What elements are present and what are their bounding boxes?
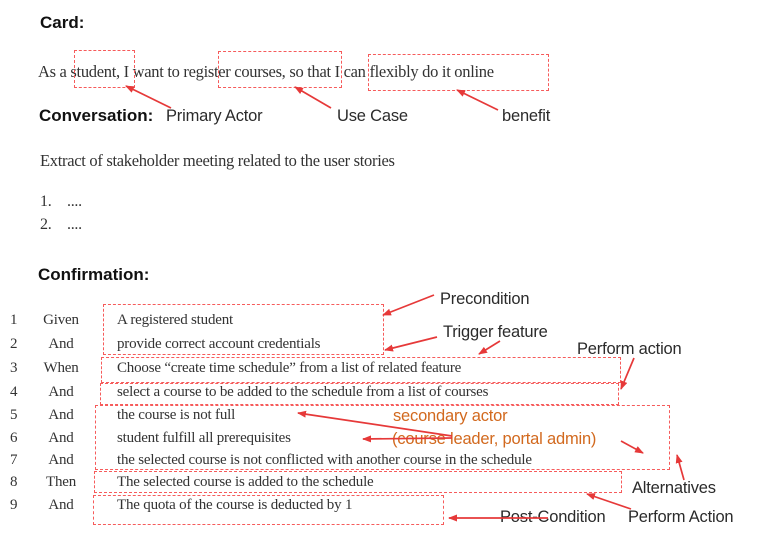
row-keyword: When bbox=[43, 360, 79, 376]
table-row: 4 And select a course to be added to the… bbox=[0, 384, 768, 404]
row-text: provide correct account credentials bbox=[117, 336, 321, 352]
row-text: The selected course is added to the sche… bbox=[117, 474, 374, 490]
table-row: 5 And the course is not full bbox=[0, 407, 768, 427]
annotation-perform-action-bottom: Perform Action bbox=[628, 508, 734, 526]
row-keyword: Then bbox=[45, 474, 77, 490]
row-number: 7 bbox=[10, 452, 18, 468]
highlight-box-post-condition bbox=[93, 495, 444, 525]
row-text: Choose “create time schedule” from a lis… bbox=[117, 360, 462, 376]
row-number: 5 bbox=[10, 407, 18, 423]
annotation-benefit: benefit bbox=[502, 107, 551, 125]
annotation-perform-action-top: Perform action bbox=[577, 340, 682, 358]
highlight-box-then bbox=[94, 471, 622, 493]
annotation-alternatives: Alternatives bbox=[632, 479, 716, 497]
conversation-extract: Extract of stakeholder meeting related t… bbox=[40, 151, 395, 170]
row-keyword: And bbox=[48, 336, 74, 352]
row-keyword: And bbox=[48, 430, 74, 446]
table-row: 7 And the selected course is not conflic… bbox=[0, 452, 768, 472]
list-item-text: .... bbox=[67, 216, 82, 233]
row-number: 1 bbox=[10, 312, 18, 328]
arrow-benefit bbox=[456, 89, 499, 111]
arrow-primary-actor bbox=[125, 85, 172, 109]
row-text: the course is not full bbox=[117, 407, 236, 423]
table-row: 3 When Choose “create time schedule” fro… bbox=[0, 360, 768, 380]
row-text: student fulfill all prerequisites bbox=[117, 430, 291, 446]
annotation-trigger-feature: Trigger feature bbox=[443, 323, 548, 341]
row-keyword: And bbox=[48, 384, 74, 400]
table-row: 6 And student fulfill all prerequisites bbox=[0, 430, 768, 450]
highlight-box-use-case bbox=[218, 51, 342, 88]
card-heading: Card: bbox=[40, 13, 85, 32]
row-number: 3 bbox=[10, 360, 18, 376]
conversation-heading: Conversation: bbox=[39, 106, 154, 125]
highlight-box-benefit bbox=[368, 54, 549, 91]
annotation-secondary-actor-detail: (course leader, portal admin) bbox=[392, 430, 597, 448]
row-text: A registered student bbox=[117, 312, 233, 328]
annotation-use-case: Use Case bbox=[337, 107, 408, 125]
table-row: 8 Then The selected course is added to t… bbox=[0, 474, 768, 494]
row-number: 8 bbox=[10, 474, 18, 490]
table-row: 1 Given A registered student bbox=[0, 312, 768, 332]
highlight-box-alternatives bbox=[95, 405, 670, 470]
row-number: 4 bbox=[10, 384, 18, 400]
highlight-box-trigger bbox=[101, 357, 621, 383]
arrow-use-case bbox=[294, 86, 332, 109]
annotation-precondition: Precondition bbox=[440, 290, 530, 308]
list-item-text: .... bbox=[67, 193, 82, 210]
row-text: The quota of the course is deducted by 1 bbox=[117, 497, 353, 513]
highlight-box-primary-actor bbox=[74, 50, 135, 88]
row-keyword: And bbox=[48, 407, 74, 423]
row-number: 6 bbox=[10, 430, 18, 446]
row-number: 9 bbox=[10, 497, 18, 513]
row-keyword: Given bbox=[43, 312, 79, 328]
highlight-box-perform-action bbox=[100, 383, 619, 405]
list-item-number: 1. bbox=[40, 193, 52, 210]
row-keyword: And bbox=[48, 452, 74, 468]
user-story-text: As a student, I want to register courses… bbox=[38, 62, 494, 81]
annotation-primary-actor: Primary Actor bbox=[166, 107, 263, 125]
row-keyword: And bbox=[48, 497, 74, 513]
annotation-secondary-actor: secondary actor bbox=[393, 407, 508, 425]
highlight-box-precondition bbox=[103, 304, 384, 355]
annotation-post-condition: Post-Condition bbox=[500, 508, 606, 526]
table-row: 2 And provide correct account credential… bbox=[0, 336, 768, 356]
row-text: select a course to be added to the sched… bbox=[117, 384, 489, 400]
confirmation-heading: Confirmation: bbox=[38, 265, 150, 284]
table-row: 9 And The quota of the course is deducte… bbox=[0, 497, 768, 517]
row-number: 2 bbox=[10, 336, 18, 352]
list-item-number: 2. bbox=[40, 216, 52, 233]
row-text: the selected course is not conflicted wi… bbox=[117, 452, 532, 468]
